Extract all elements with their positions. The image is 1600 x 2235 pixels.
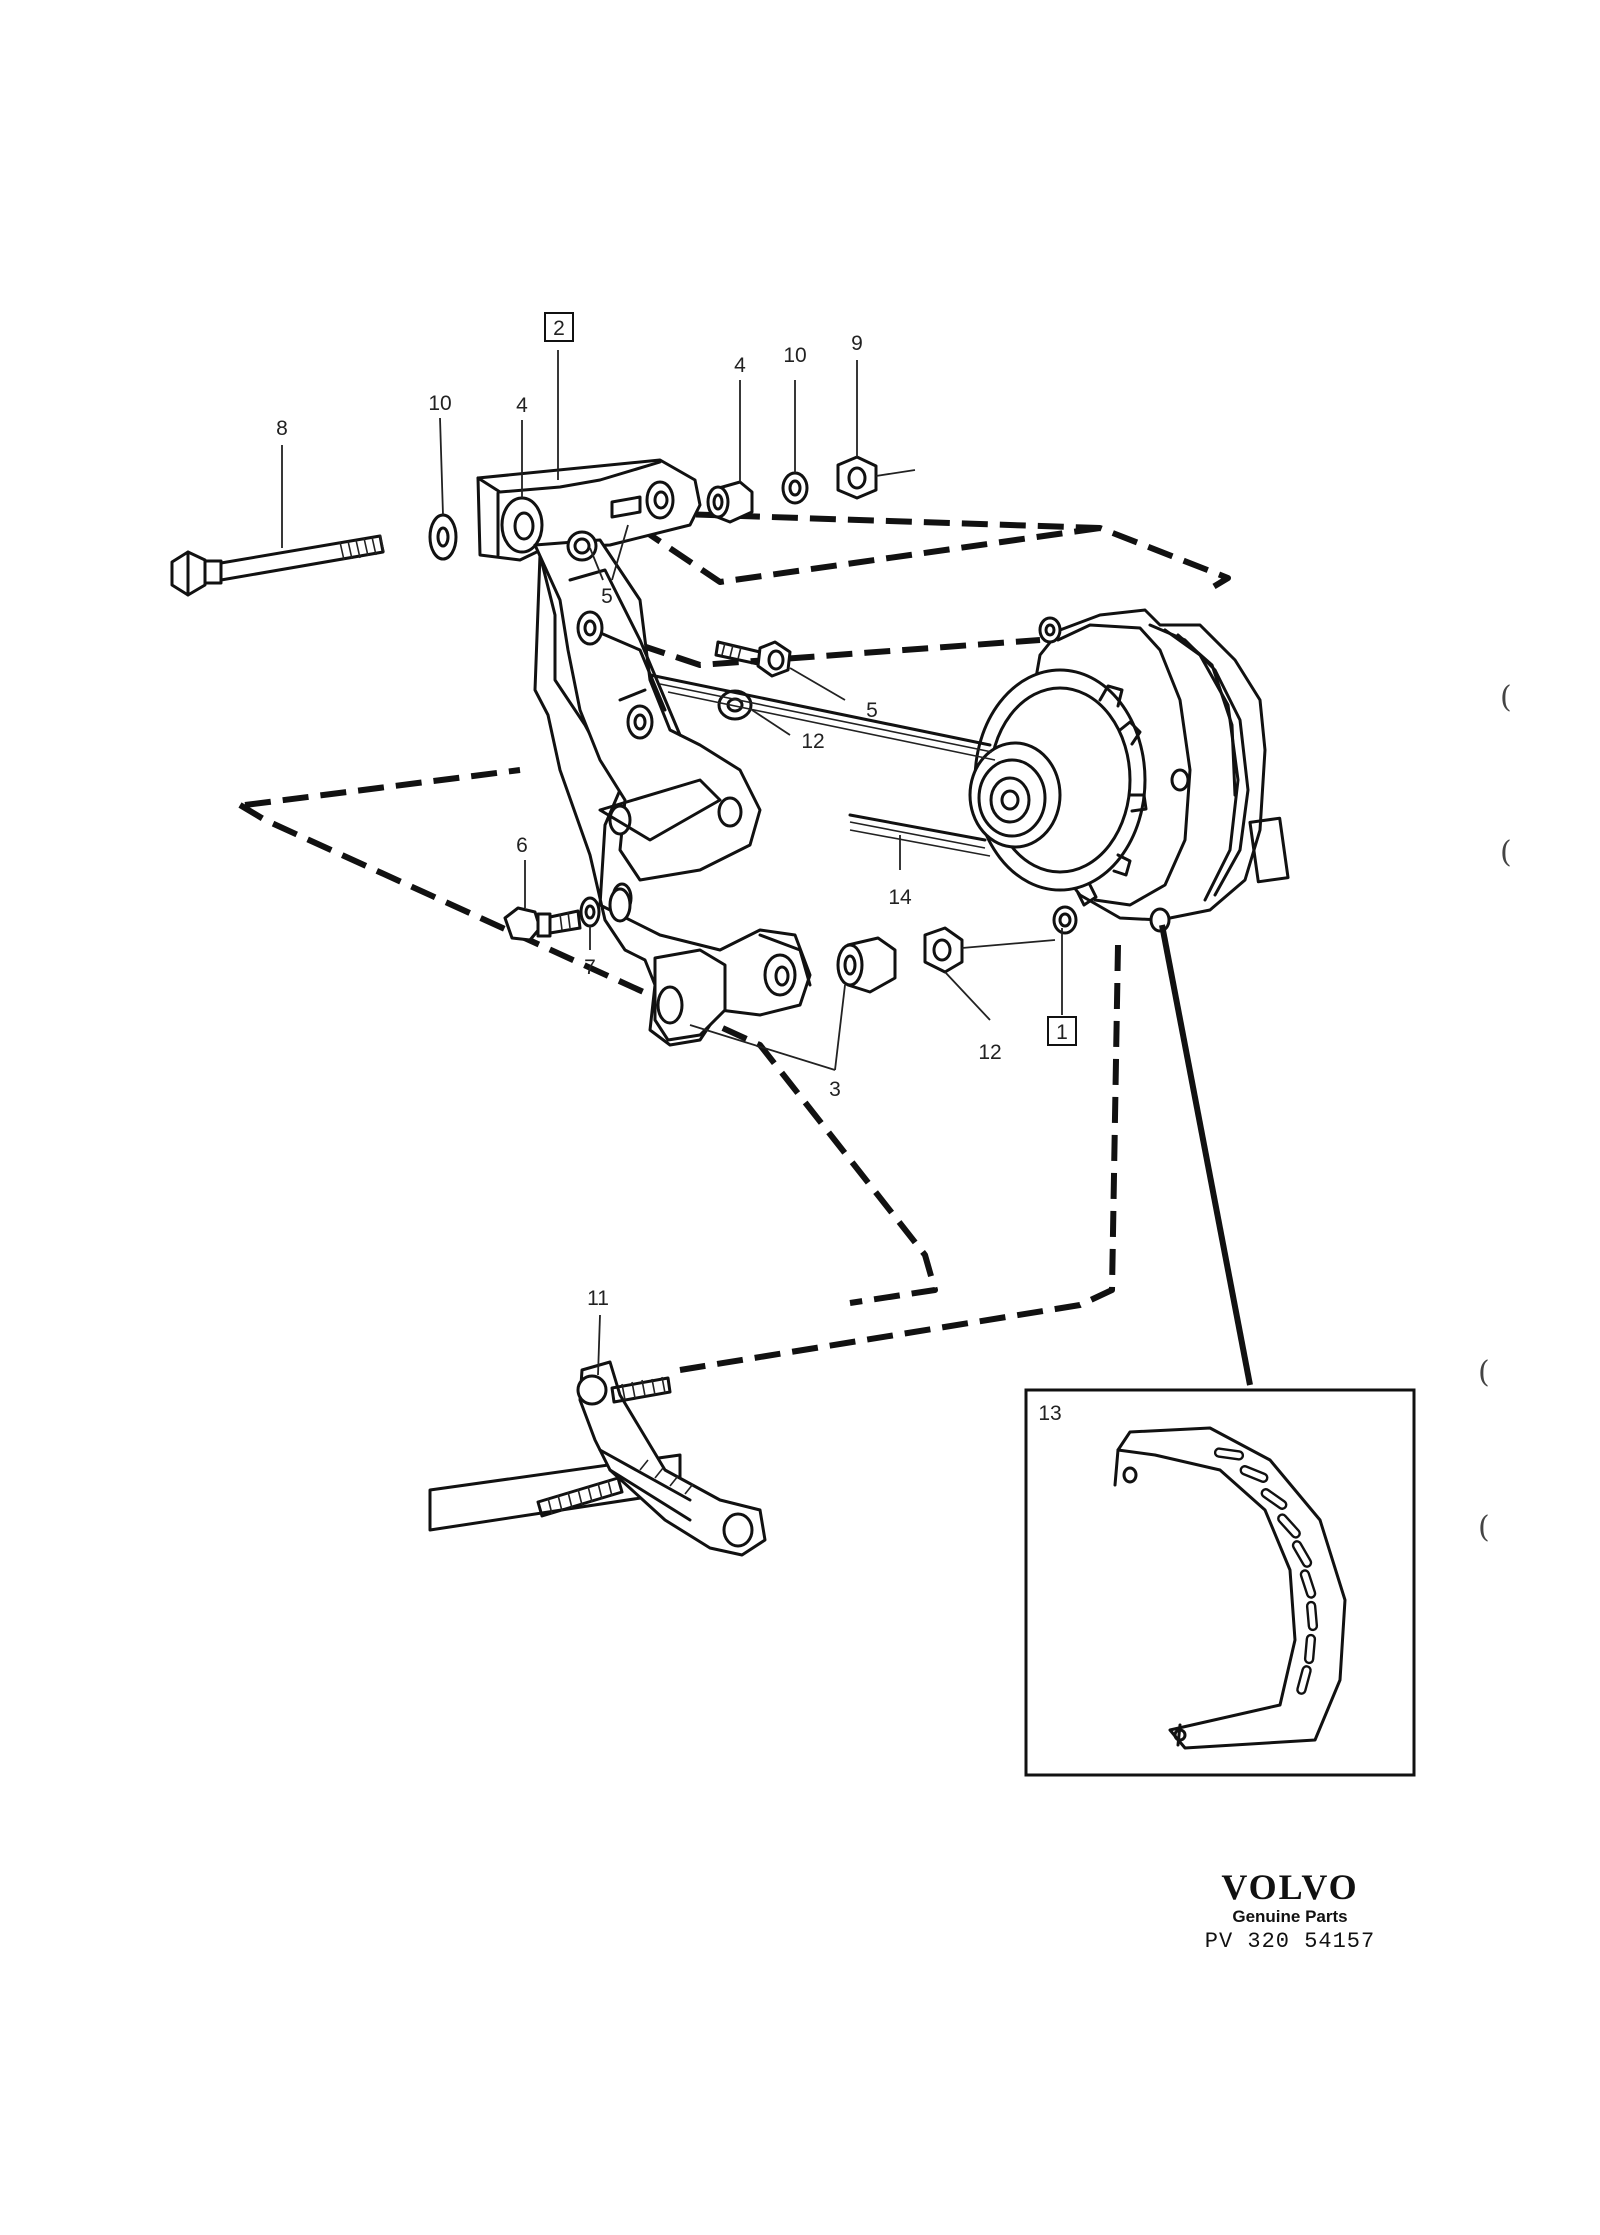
bolt-6 [503, 906, 582, 942]
bolt-long [170, 534, 385, 597]
callout-10-left: 10 [428, 392, 451, 415]
engine-outline-dashed [238, 509, 1231, 1373]
callout-5-top: 5 [601, 585, 613, 608]
bushing-3 [836, 936, 897, 994]
nut-lower [923, 926, 964, 974]
callout-11: 11 [587, 1287, 609, 1310]
callout-12-lower: 12 [978, 1041, 1001, 1064]
callout-2: 2 [553, 317, 565, 340]
callout-3: 3 [829, 1078, 841, 1101]
alternator [968, 608, 1290, 935]
part-catalog-code: PV 320 54157 [1204, 1929, 1376, 1954]
callout-box-1 [1047, 1016, 1077, 1046]
callout-8: 8 [276, 417, 288, 440]
nut-9 [836, 455, 878, 500]
volvo-logo: VOLVO [1221, 1867, 1359, 1907]
callout-4-top: 4 [734, 354, 746, 377]
drive-belt [648, 673, 996, 857]
bushing-4-top [706, 480, 754, 524]
upper-bracket [476, 458, 702, 562]
belt-adjuster [428, 1360, 767, 1557]
main-bracket [533, 538, 812, 1047]
callout-6: 6 [516, 834, 528, 857]
callout-13: 13 [1038, 1402, 1061, 1425]
bolt-small-top [566, 530, 598, 562]
callout-7: 7 [584, 956, 596, 979]
hose-clamp [1113, 1426, 1347, 1750]
inset-box [1024, 1388, 1416, 1777]
callout-12-upper: 12 [801, 730, 824, 753]
callout-box-2 [544, 312, 574, 342]
callout-4-left: 4 [516, 394, 528, 417]
brand-block: VOLVO Genuine Parts PV 320 54157 [1180, 1868, 1400, 1956]
callout-14: 14 [888, 886, 912, 909]
leader-lines [281, 350, 1063, 1376]
brand-subtitle: Genuine Parts [1232, 1907, 1348, 1926]
bolt-small-right [714, 640, 792, 678]
callout-9: 9 [851, 332, 863, 355]
callout-5-right: 5 [866, 699, 878, 722]
margin-mark: ( [1478, 1510, 1490, 1545]
callout-10-top: 10 [783, 344, 806, 367]
washer-left [428, 513, 458, 561]
margin-mark: ( [1478, 1355, 1490, 1390]
washer-top [781, 471, 809, 505]
inset-leader [1159, 924, 1253, 1386]
callout-1: 1 [1056, 1021, 1068, 1044]
margin-mark: ( [1500, 680, 1512, 715]
margin-mark: ( [1500, 835, 1512, 870]
